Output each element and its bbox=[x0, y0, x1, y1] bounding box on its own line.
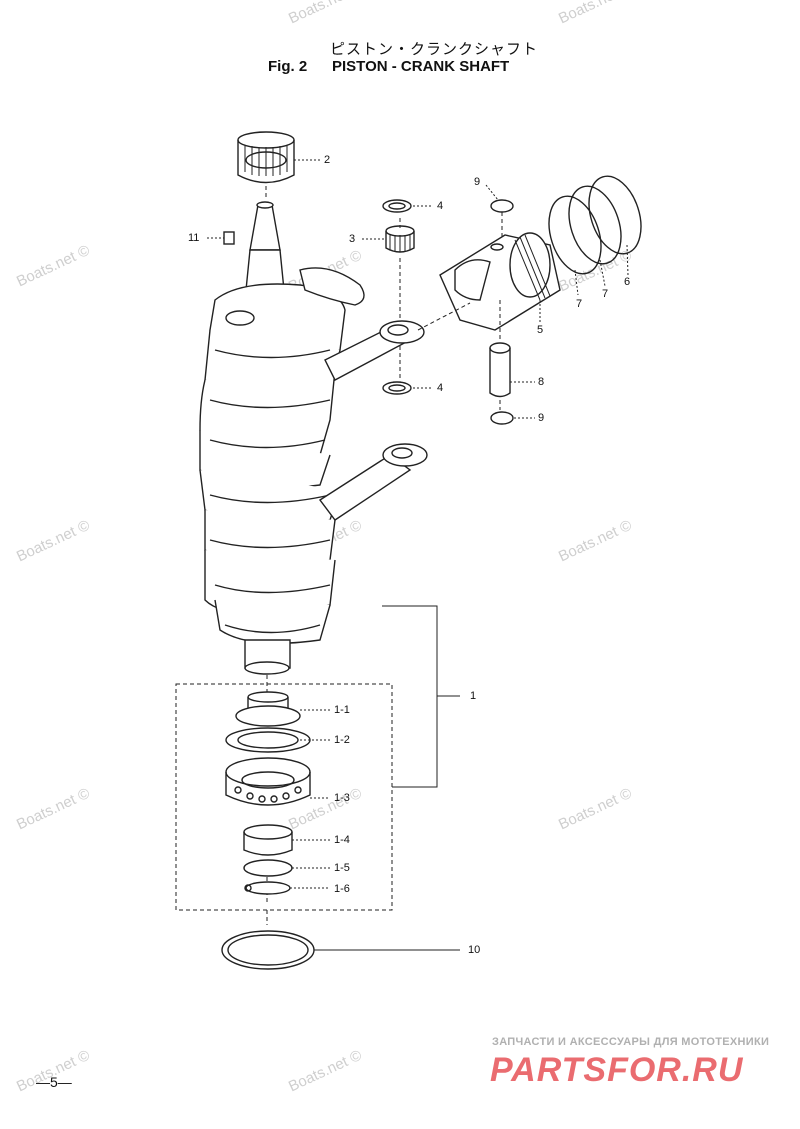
piston-pin-drawing bbox=[489, 342, 511, 398]
callout-6: 6 bbox=[624, 276, 631, 288]
callout-2: 2 bbox=[324, 154, 331, 166]
piston-ring-drawing bbox=[568, 185, 622, 265]
callout-4: 4 bbox=[437, 382, 444, 394]
callout-1-3: 1-3 bbox=[334, 792, 350, 804]
callout-4: 4 bbox=[437, 200, 444, 212]
callout-1-1: 1-1 bbox=[334, 704, 350, 716]
callout-1-6: 1-6 bbox=[334, 883, 350, 895]
thrust-washer-drawing bbox=[221, 930, 315, 970]
footer-tagline: ЗАПЧАСТИ И АКСЕССУАРЫ ДЛЯ МОТОТЕХНИКИ bbox=[492, 1036, 770, 1048]
piston-ring-drawing bbox=[548, 195, 602, 275]
callout-1-5: 1-5 bbox=[334, 862, 350, 874]
callout-1-2: 1-2 bbox=[334, 734, 350, 746]
washer-upper-drawing bbox=[382, 199, 412, 213]
callout-7: 7 bbox=[576, 298, 583, 310]
bearing-assembly-drawing bbox=[225, 691, 311, 895]
callout-8: 8 bbox=[538, 376, 545, 388]
callout-7: 7 bbox=[602, 288, 609, 300]
callout-10: 10 bbox=[468, 944, 481, 956]
piston-ring-drawing bbox=[588, 175, 642, 255]
assembly-group-box bbox=[175, 683, 393, 911]
callout-5: 5 bbox=[537, 324, 544, 336]
callout-9: 9 bbox=[538, 412, 545, 424]
piston-drawing bbox=[439, 232, 561, 331]
circlip-lower-drawing bbox=[490, 411, 514, 425]
callout-3: 3 bbox=[349, 233, 356, 245]
washer-lower-drawing bbox=[382, 381, 412, 395]
connecting-rod-upper-drawing bbox=[299, 267, 425, 381]
page-number: —5— bbox=[36, 1074, 72, 1090]
callout-11: 11 bbox=[188, 232, 200, 244]
circlip-upper-drawing bbox=[490, 199, 514, 213]
footer-brand-logo[interactable]: PARTSFOR.RU bbox=[490, 1051, 744, 1089]
woodruff-key-drawing bbox=[223, 231, 235, 245]
connecting-rod-lower-drawing bbox=[318, 443, 428, 521]
crankshaft-drawing bbox=[199, 201, 346, 675]
callout-1-4: 1-4 bbox=[334, 834, 350, 846]
figure-label: Fig. 2 bbox=[268, 58, 308, 75]
needle-bearing-drawing bbox=[237, 131, 295, 184]
callout-9: 9 bbox=[474, 176, 481, 188]
title-japanese: ピストン・クランクシャフト bbox=[330, 40, 539, 58]
callout-1: 1 bbox=[470, 690, 477, 702]
title-english: PISTON - CRANK SHAFT bbox=[332, 58, 510, 75]
small-end-bearing-drawing bbox=[385, 225, 415, 253]
